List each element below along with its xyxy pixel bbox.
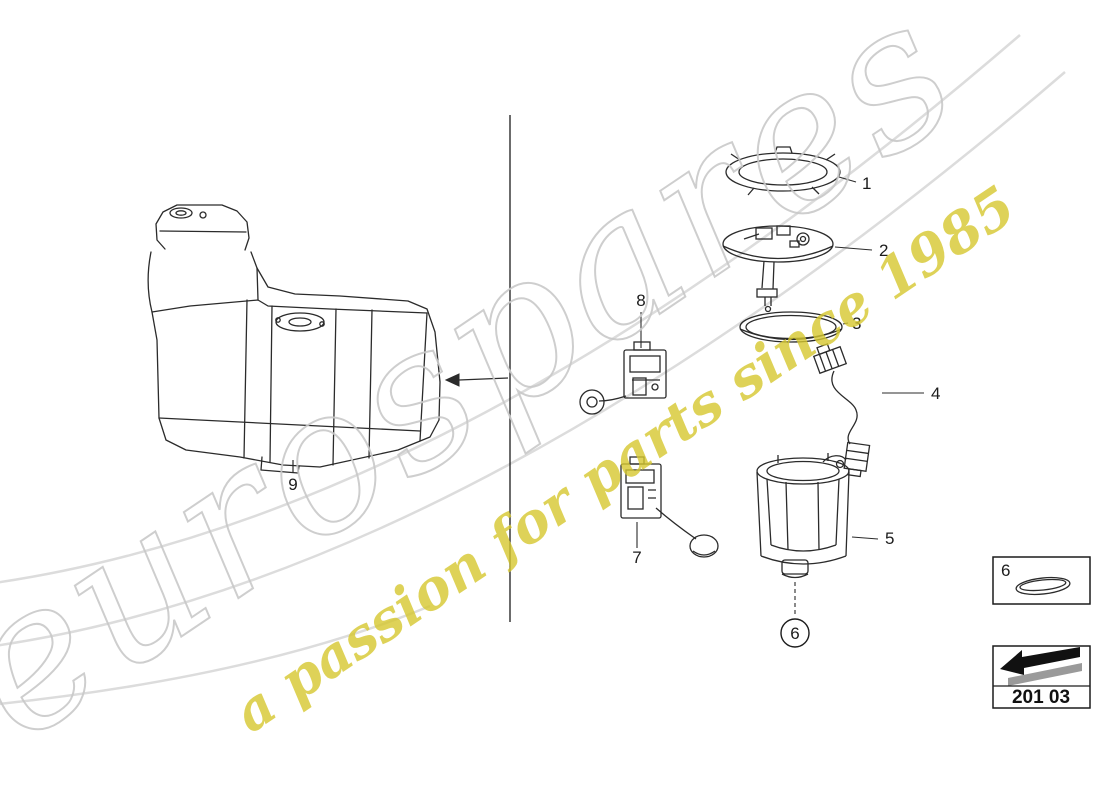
locking-ring-drawing xyxy=(725,146,841,196)
watermark-brand-text: eurospares xyxy=(0,0,998,786)
detail-reference-arrow xyxy=(444,373,509,387)
callout-1-label[interactable]: 1 xyxy=(862,174,871,193)
callout-9-label[interactable]: 9 xyxy=(288,475,297,494)
callout-5-label[interactable]: 5 xyxy=(885,529,894,548)
callout-7[interactable]: 7 xyxy=(632,522,642,567)
callout-1[interactable]: 1 xyxy=(838,174,871,193)
part-group-code-box[interactable]: 201 03 xyxy=(992,645,1091,709)
watermark-swoosh xyxy=(0,34,1066,706)
watermark: eurospares a passion for parts since 198… xyxy=(0,0,1027,786)
callout-5[interactable]: 5 xyxy=(851,529,894,548)
callout-3-label[interactable]: 3 xyxy=(852,314,861,333)
seal-ring-drawing xyxy=(739,311,843,343)
callout-4[interactable]: 4 xyxy=(882,384,940,403)
fuel-tank-drawing xyxy=(147,204,441,474)
inset-seal-drawing xyxy=(1015,576,1071,596)
fuel-sender-upper-drawing xyxy=(579,341,667,415)
callout-8[interactable]: 8 xyxy=(636,291,646,348)
callout-3[interactable]: 3 xyxy=(842,314,861,333)
callout-2-label[interactable]: 2 xyxy=(879,241,888,260)
inset-part-6-label: 6 xyxy=(1001,561,1010,580)
callout-8-label[interactable]: 8 xyxy=(636,291,645,310)
pump-housing-drawing xyxy=(756,453,850,579)
pump-flange-drawing xyxy=(722,225,834,313)
callout-4-label[interactable]: 4 xyxy=(931,384,940,403)
fuel-sender-lower-drawing xyxy=(620,456,719,558)
wiring-harness-drawing xyxy=(812,343,871,478)
callout-9[interactable]: 9 xyxy=(288,460,298,494)
callout-7-label[interactable]: 7 xyxy=(632,548,641,567)
part-group-arrow-icon xyxy=(1000,647,1082,686)
callout-6[interactable]: 6 xyxy=(780,582,810,648)
inset-part-6-box: 6 xyxy=(992,556,1091,605)
callout-6-label[interactable]: 6 xyxy=(790,624,799,643)
part-group-code-label: 201 03 xyxy=(1012,687,1070,708)
callout-2[interactable]: 2 xyxy=(834,241,888,260)
